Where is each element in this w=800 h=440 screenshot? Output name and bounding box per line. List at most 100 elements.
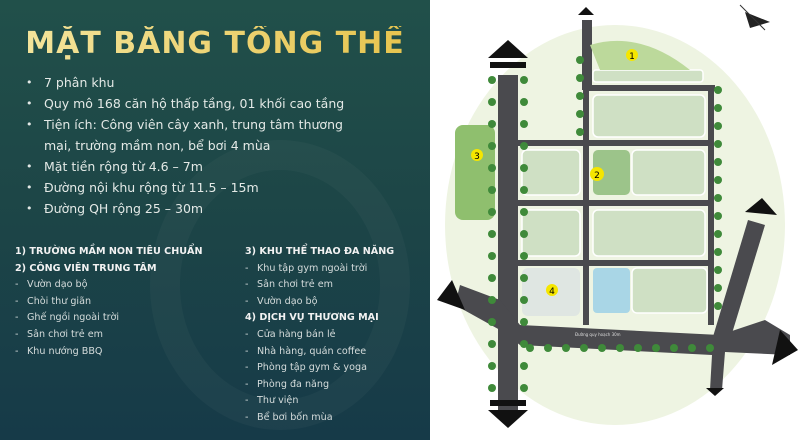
tree bbox=[688, 344, 696, 352]
block-c bbox=[521, 149, 581, 196]
tree bbox=[520, 384, 528, 392]
tree bbox=[598, 344, 606, 352]
tree bbox=[714, 158, 722, 166]
road-inner-vertical bbox=[583, 85, 589, 325]
tree bbox=[488, 208, 496, 216]
tree bbox=[520, 318, 528, 326]
dash-bullet: - bbox=[15, 328, 19, 340]
tree bbox=[520, 76, 528, 84]
tree bbox=[714, 266, 722, 274]
road-inner-2 bbox=[517, 200, 712, 206]
tree bbox=[488, 98, 496, 106]
tree bbox=[520, 296, 528, 304]
dash-bullet: - bbox=[15, 312, 19, 324]
marker-1-label: 1 bbox=[629, 52, 635, 62]
arrow-northeast-icon bbox=[745, 198, 777, 215]
tree bbox=[488, 252, 496, 260]
page-title: MẶT BẰNG TỔNG THỂ bbox=[0, 26, 430, 61]
compass-icon bbox=[739, 4, 770, 31]
amenity-text: Thư viện bbox=[257, 395, 299, 407]
marker-4 bbox=[546, 284, 558, 296]
block-e bbox=[521, 209, 581, 257]
tree bbox=[520, 230, 528, 238]
info-panel: MẶT BẰNG TỔNG THỂ 7 phân khu Quy mô 168 … bbox=[0, 0, 430, 440]
amenity-item: -Cửa hàng bán lẻ bbox=[245, 327, 394, 344]
tree bbox=[520, 208, 528, 216]
tree bbox=[652, 344, 660, 352]
tree bbox=[488, 384, 496, 392]
amenity-text: Bể bơi bốn mùa bbox=[257, 411, 333, 423]
amenity-text: Cửa hàng bán lẻ bbox=[257, 328, 336, 340]
marker-4-label: 4 bbox=[549, 287, 555, 297]
tree bbox=[714, 176, 722, 184]
tree bbox=[576, 110, 584, 118]
amenity-item: -Chòi thư giãn bbox=[15, 294, 203, 311]
tree bbox=[488, 76, 496, 84]
feature-item: Đường QH rộng 25 – 30m bbox=[26, 198, 356, 219]
tree bbox=[544, 344, 552, 352]
amenity-item: -Vườn dạo bộ bbox=[15, 277, 203, 294]
tree bbox=[520, 142, 528, 150]
amenity-text: Vườn dạo bộ bbox=[27, 279, 88, 291]
amenity-item: -Nhà hàng, quán coffee bbox=[245, 344, 394, 361]
tree bbox=[488, 296, 496, 304]
marker-1 bbox=[626, 49, 638, 61]
tree bbox=[488, 318, 496, 326]
tree bbox=[488, 142, 496, 150]
marker-3 bbox=[471, 149, 483, 161]
amenity-text: 3) KHU THỂ THAO ĐA NĂNG bbox=[245, 246, 395, 257]
marker-3-label: 3 bbox=[474, 152, 480, 162]
tree bbox=[520, 120, 528, 128]
tree bbox=[616, 344, 624, 352]
arrow-north-small-icon bbox=[578, 7, 594, 15]
road-inner-top bbox=[585, 85, 715, 91]
amenity-text: Khu tập gym ngoài trời bbox=[257, 262, 368, 274]
amenity-text: Chòi thư giãn bbox=[27, 295, 92, 307]
arrow-down-bar bbox=[490, 400, 526, 406]
amenity-item: -Sân chơi trẻ em bbox=[15, 327, 203, 344]
tree bbox=[706, 344, 714, 352]
tree bbox=[520, 362, 528, 370]
housing-blocks bbox=[521, 69, 708, 314]
tree bbox=[488, 362, 496, 370]
tree bbox=[714, 212, 722, 220]
block-b bbox=[592, 94, 706, 138]
tree bbox=[520, 164, 528, 172]
arrow-left-icon bbox=[437, 280, 465, 310]
arrow-up-bar bbox=[490, 62, 526, 68]
dash-bullet: - bbox=[245, 295, 249, 307]
feature-item: 7 phân khu bbox=[26, 72, 356, 93]
road-left-vertical bbox=[498, 75, 518, 415]
road-inner-3 bbox=[517, 260, 712, 266]
tree bbox=[488, 230, 496, 238]
dash-bullet: - bbox=[245, 378, 249, 390]
amenity-text: Phòng đa năng bbox=[257, 378, 330, 390]
map-markers: 1 2 3 4 bbox=[471, 49, 638, 297]
central-park bbox=[593, 150, 630, 195]
arrow-right-icon bbox=[772, 330, 798, 365]
block-f bbox=[592, 209, 706, 257]
tree bbox=[488, 120, 496, 128]
tree bbox=[488, 340, 496, 348]
dash-bullet: - bbox=[15, 345, 19, 357]
tree bbox=[714, 140, 722, 148]
tree bbox=[520, 186, 528, 194]
amenity-item: -Khu nướng BBQ bbox=[15, 344, 203, 361]
site-plan-map: Đường quy hoạch 30m 1 2 3 4 bbox=[437, 4, 798, 428]
amenity-text: 4) DỊCH VỤ THƯƠNG MẠI bbox=[245, 312, 379, 324]
road-top-small bbox=[582, 20, 592, 90]
tree bbox=[580, 344, 588, 352]
tree bbox=[714, 284, 722, 292]
tree bbox=[520, 98, 528, 106]
pool-area bbox=[593, 268, 630, 313]
amenity-text: Khu nướng BBQ bbox=[27, 345, 103, 357]
feature-item: Đường nội khu rộng từ 11.5 – 15m bbox=[26, 177, 356, 198]
dash-bullet: - bbox=[245, 328, 249, 340]
tree bbox=[714, 230, 722, 238]
amenity-text: 2) CÔNG VIÊN TRUNG TÂM bbox=[15, 262, 157, 274]
amenity-item: -Khu tập gym ngoài trời bbox=[245, 261, 394, 278]
amenities-column-2: 3) KHU THỂ THAO ĐA NĂNG-Khu tập gym ngoà… bbox=[245, 244, 394, 427]
amenity-text: Ghế ngồi ngoài trời bbox=[27, 312, 120, 324]
amenity-item: -Vườn dạo bộ bbox=[245, 294, 394, 311]
feature-item: Quy mô 168 căn hộ thấp tầng, 01 khối cao… bbox=[26, 93, 356, 114]
